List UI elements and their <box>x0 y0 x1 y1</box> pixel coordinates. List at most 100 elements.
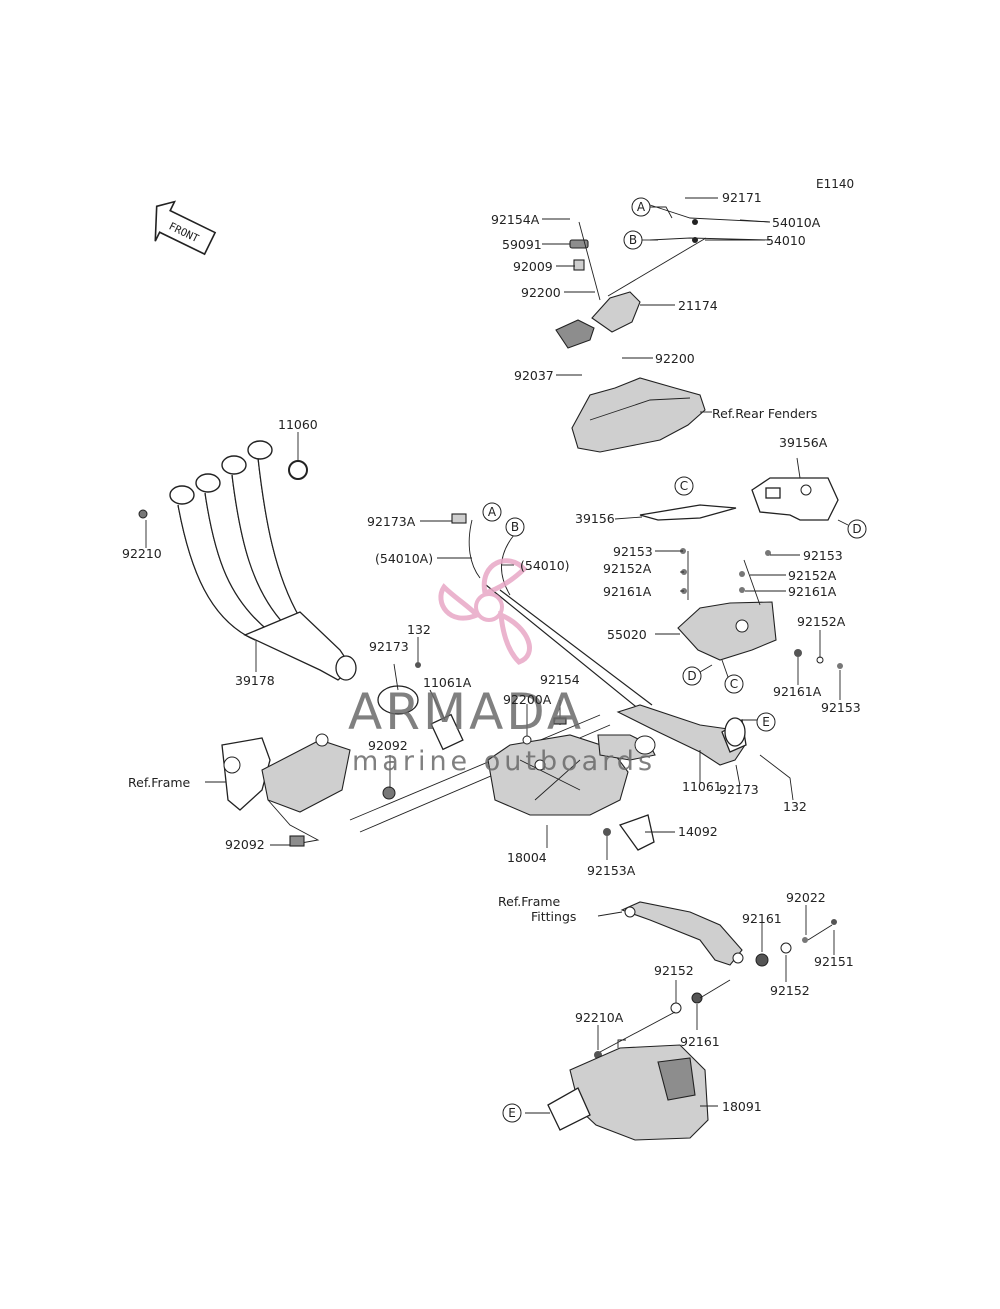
label-39178: 39178 <box>235 673 275 688</box>
label-92173-left: 92173 <box>369 639 409 654</box>
label-92161A-left: 92161A <box>603 584 652 599</box>
label-11060: 11060 <box>278 417 318 432</box>
svg-text:E: E <box>762 715 770 729</box>
callout-e-mid: E <box>756 712 776 732</box>
label-54010-paren: (54010) <box>520 558 570 573</box>
callout-d-mid: D <box>682 666 702 686</box>
catalyzer-18004-shape <box>487 734 629 816</box>
label-92153A: 92153A <box>587 863 636 878</box>
callout-a-mid: A <box>482 502 502 522</box>
label-132-right: 132 <box>783 799 807 814</box>
front-arrow-icon: FRONT <box>154 200 217 256</box>
muffler-support-rod <box>485 584 653 711</box>
label-132-left: 132 <box>407 622 431 637</box>
label-54010A: 54010A <box>772 215 821 230</box>
label-54010: 54010 <box>766 233 806 248</box>
label-ref-frame: Ref.Frame <box>128 775 191 790</box>
label-39156: 39156 <box>575 511 615 526</box>
leaders-header <box>145 432 299 672</box>
callout-e-bottom: E <box>502 1103 522 1123</box>
svg-text:B: B <box>629 233 637 247</box>
heat-guard-group <box>639 477 843 669</box>
bracket-shape <box>571 377 706 453</box>
svg-text:D: D <box>852 522 861 536</box>
leaders-top <box>542 197 771 413</box>
svg-text:B: B <box>511 520 519 534</box>
ref-frame-left <box>205 733 351 847</box>
svg-text:E: E <box>508 1106 516 1120</box>
cable-group <box>420 513 515 596</box>
label-92151: 92151 <box>814 954 854 969</box>
label-92153-right: 92153 <box>803 548 843 563</box>
label-92154A: 92154A <box>491 212 540 227</box>
callout-c-top: C <box>674 476 694 496</box>
clamp-group-left <box>377 637 464 800</box>
callout-b-top: B <box>623 230 643 250</box>
label-92200A: 92200A <box>503 692 552 707</box>
label-92154: 92154 <box>540 672 580 687</box>
actuator-21174-shape <box>591 291 641 333</box>
label-59091: 59091 <box>502 237 542 252</box>
frame-fittings-group <box>597 901 837 982</box>
exhaust-header-group <box>138 440 357 681</box>
catalyzer-group <box>487 700 675 860</box>
label-92152A-right: 92152A <box>788 568 837 583</box>
guard-39156-shape <box>639 504 737 521</box>
label-92009: 92009 <box>513 259 553 274</box>
label-11061A: 11061A <box>423 675 472 690</box>
label-ref-rear-fenders: Ref.Rear Fenders <box>712 406 817 421</box>
svg-text:A: A <box>488 505 497 519</box>
bracket-55020-shape <box>677 601 777 661</box>
label-92161A-bottom: 92161A <box>773 684 822 699</box>
label-92152A-left: 92152A <box>603 561 652 576</box>
label-92092-a: 92092 <box>368 738 408 753</box>
label-18091: 18091 <box>722 1099 762 1114</box>
label-14092: 14092 <box>678 824 718 839</box>
label-92152-b: 92152 <box>770 983 810 998</box>
label-92210: 92210 <box>122 546 162 561</box>
svg-text:D: D <box>687 669 696 683</box>
guard-39156A-shape <box>751 477 839 521</box>
label-92210A: 92210A <box>575 1010 624 1025</box>
callout-d-top: D <box>847 519 867 539</box>
label-11061: 11061 <box>682 779 722 794</box>
label-55020: 55020 <box>607 627 647 642</box>
leaders-guard <box>614 457 841 700</box>
label-92092-b: 92092 <box>225 837 265 852</box>
label-92161-b: 92161 <box>680 1034 720 1049</box>
label-92161A-right: 92161A <box>788 584 837 599</box>
label-92153-left: 92153 <box>613 544 653 559</box>
part-92009-shape <box>573 259 585 271</box>
watermark-tagline: marine outboards <box>352 746 656 777</box>
label-ref-frame-fittings-1: Ref.Frame <box>498 894 561 909</box>
watermark: ARMADA marine outboards <box>348 558 656 777</box>
valve-actuator-group <box>555 204 771 453</box>
label-21174: 21174 <box>678 298 718 313</box>
svg-text:C: C <box>730 677 738 691</box>
callout-a-top: A <box>631 197 651 217</box>
label-92161: 92161 <box>742 911 782 926</box>
connector-shape <box>555 319 595 349</box>
svg-text:C: C <box>680 479 688 493</box>
label-92173A: 92173A <box>367 514 416 529</box>
muffler-group <box>525 979 731 1141</box>
right-bracket-group <box>616 704 794 801</box>
label-92153-bottom: 92153 <box>821 700 861 715</box>
label-18004: 18004 <box>507 850 547 865</box>
label-92022: 92022 <box>786 890 826 905</box>
label-ref-frame-fittings-2: Fittings <box>531 909 576 924</box>
callout-c-mid: C <box>724 674 744 694</box>
label-92152-a: 92152 <box>654 963 694 978</box>
callout-b-mid: B <box>505 517 525 537</box>
svg-text:A: A <box>637 200 646 214</box>
label-92037: 92037 <box>514 368 554 383</box>
label-92200-mid: 92200 <box>655 351 695 366</box>
watermark-propeller-icon <box>438 558 532 665</box>
label-92173-right: 92173 <box>719 782 759 797</box>
watermark-brand: ARMADA <box>348 683 584 741</box>
label-54010A-paren: (54010A) <box>375 551 433 566</box>
label-39156A: 39156A <box>779 435 828 450</box>
diagram-code: E1140 <box>816 177 854 191</box>
label-92200-top: 92200 <box>521 285 561 300</box>
